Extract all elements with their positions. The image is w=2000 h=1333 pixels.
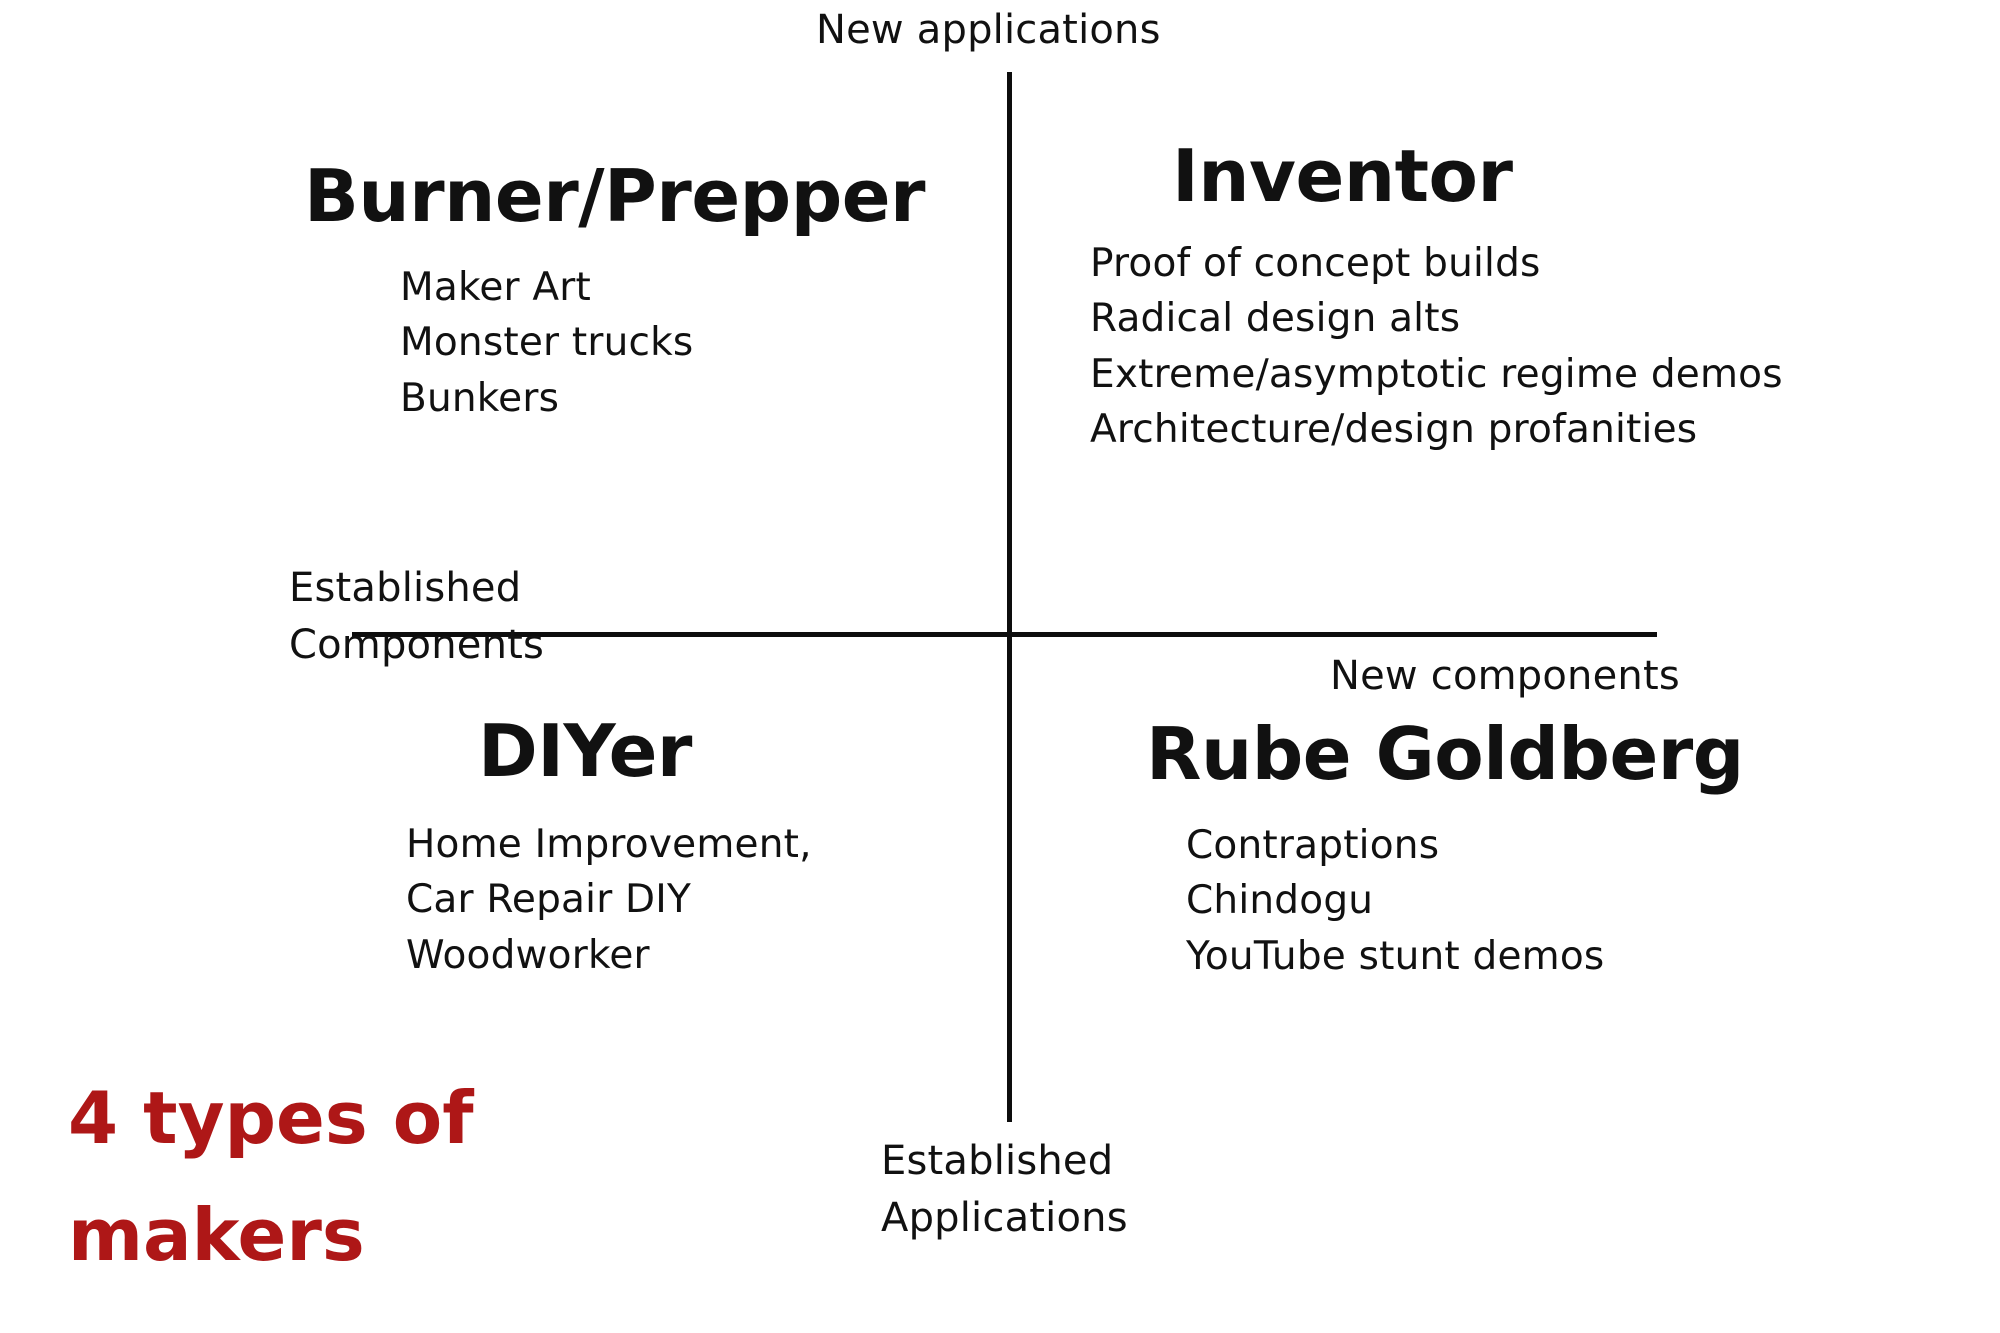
list-item: Monster trucks	[400, 320, 694, 366]
axis-label-bottom: Established Applications	[881, 1133, 1128, 1247]
axis-label-top-text: New applications	[816, 7, 1161, 53]
list-item: Architecture/design profanities	[1090, 407, 1698, 453]
horizontal-axis-line	[352, 632, 1657, 637]
quadrant-title-inventor: Inventor	[1172, 134, 1513, 218]
quadrant-list-diyer: Home Improvement, Car Repair DIY Woodwor…	[406, 817, 812, 983]
quadrant-diyer: DIYer Home Improvement, Car Repair DIY W…	[406, 709, 812, 983]
list-item: Maker Art	[400, 265, 591, 310]
quadrant-inventor: Inventor Proof of concept builds Radical…	[1090, 140, 1783, 458]
quadrant-rube-goldberg: Rube Goldberg Contraptions Chindogu YouT…	[1146, 718, 1744, 984]
list-item: Radical design alts	[1090, 296, 1461, 342]
list-item: Contraptions	[1186, 823, 1440, 868]
vertical-axis-line	[1007, 72, 1012, 1122]
list-item: YouTube stunt demos	[1186, 933, 1605, 979]
list-item: Chindogu	[1186, 878, 1374, 924]
axis-label-bottom-line2: Applications	[881, 1194, 1128, 1241]
axis-label-bottom-line1: Established	[881, 1138, 1114, 1184]
axis-label-left-line1: Established	[289, 565, 522, 611]
axis-label-left: Established Components	[289, 560, 544, 674]
quadrant-list-inventor: Proof of concept builds Radical design a…	[1090, 236, 1783, 458]
caption-line-1: 4 types of	[68, 1076, 474, 1160]
quadrant-title-rube-goldberg: Rube Goldberg	[1146, 712, 1744, 796]
axis-label-left-line2: Components	[289, 621, 545, 668]
axis-label-right-text: New components	[1330, 653, 1680, 699]
axis-label-top: New applications	[816, 2, 1161, 59]
quadrant-title-diyer: DIYer	[478, 709, 692, 793]
quadrant-title-burner-prepper: Burner/Prepper	[304, 154, 926, 238]
quadrant-burner-prepper: Burner/Prepper Maker Art Monster trucks …	[304, 154, 926, 426]
list-item: Extreme/asymptotic regime demos	[1090, 351, 1783, 397]
list-item: Proof of concept builds	[1090, 241, 1541, 286]
quadrant-list-burner-prepper: Maker Art Monster trucks Bunkers	[400, 260, 925, 426]
list-item: Car Repair DIY	[406, 877, 691, 923]
quadrant-list-rube-goldberg: Contraptions Chindogu YouTube stunt demo…	[1186, 818, 1744, 984]
list-item: Bunkers	[400, 375, 560, 421]
caption-line-2: makers	[68, 1192, 365, 1277]
diagram-caption: 4 types of makers	[68, 1060, 474, 1293]
list-item: Woodworker	[406, 932, 650, 978]
list-item: Home Improvement,	[406, 822, 812, 867]
axis-label-right: New components	[1330, 648, 1680, 705]
